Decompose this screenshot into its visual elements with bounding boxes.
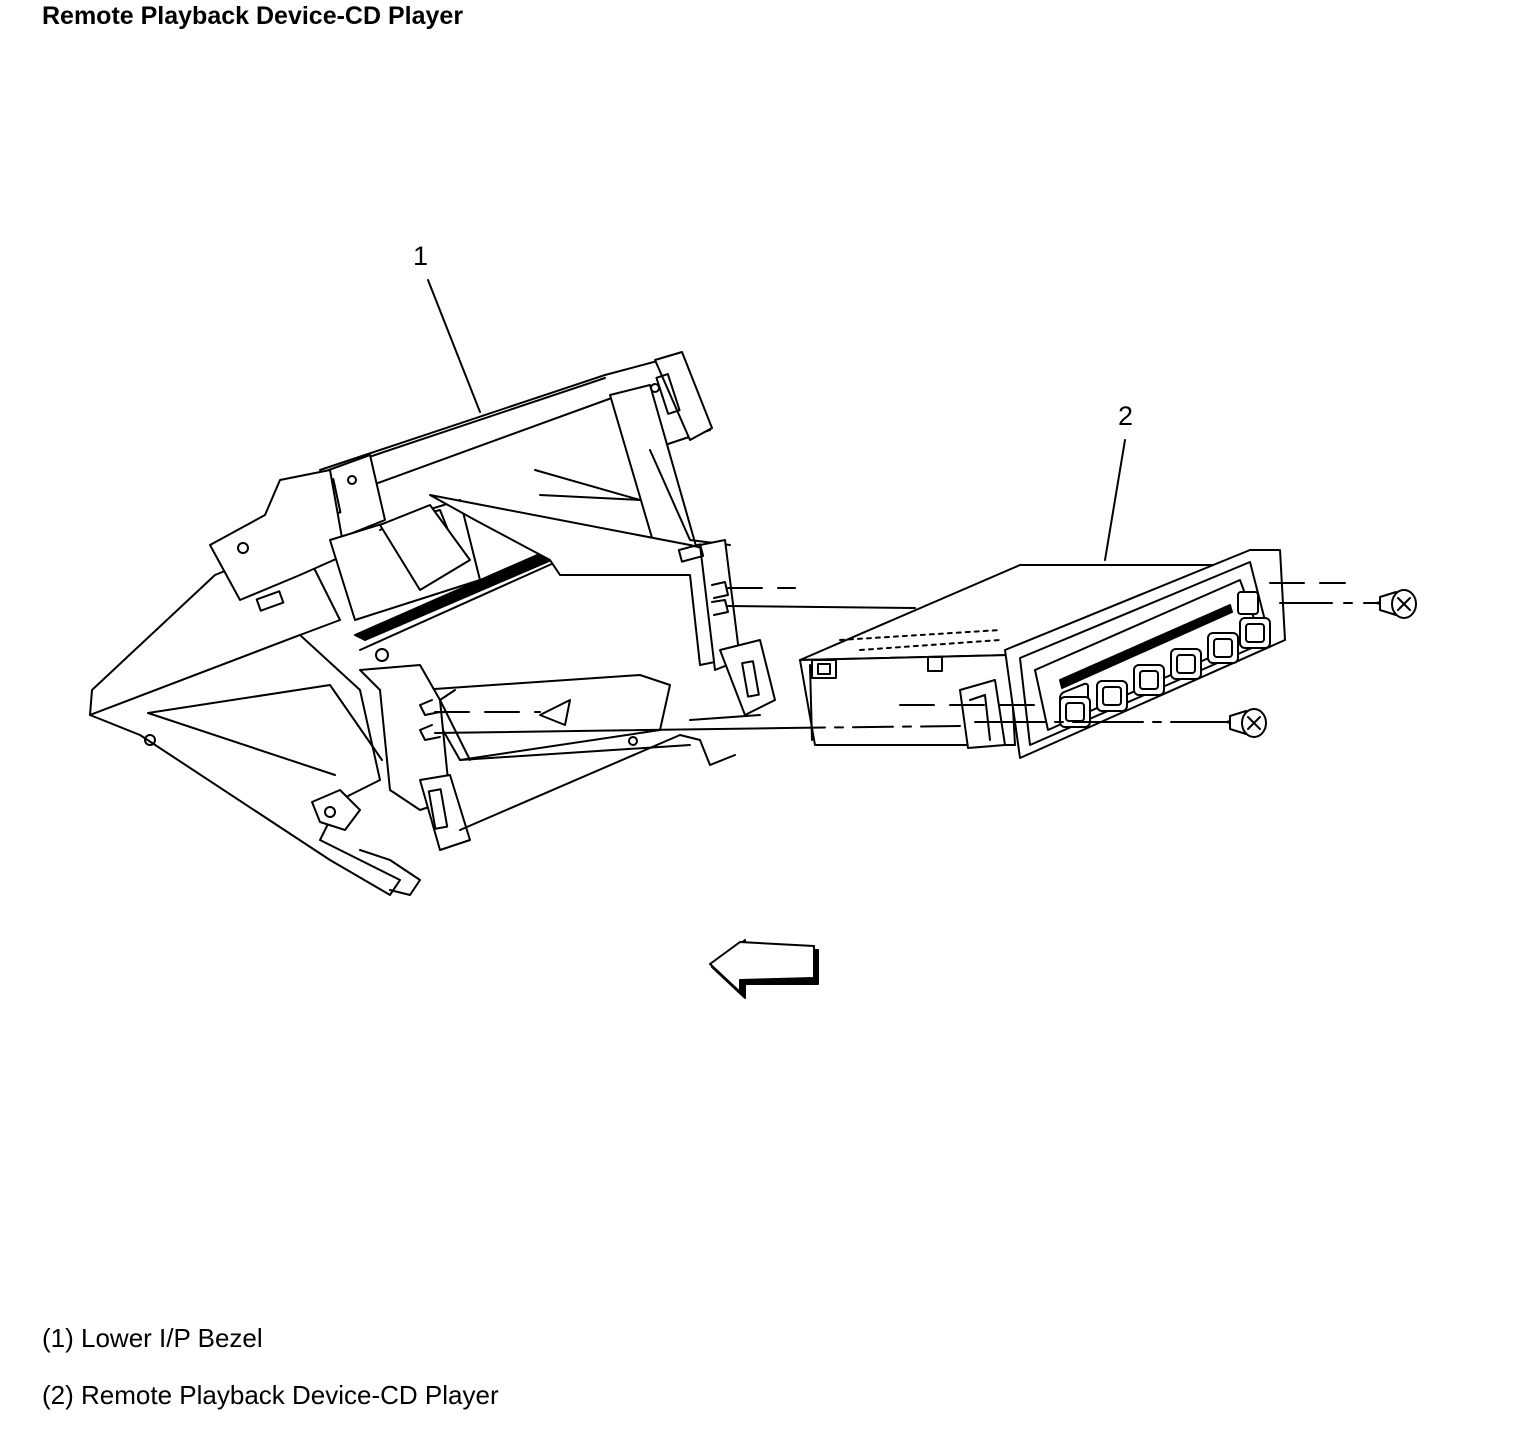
alignment-lines bbox=[435, 583, 1380, 733]
callout-2-label: 2 bbox=[1118, 401, 1133, 431]
legend-item-2: (2) Remote Playback Device-CD Player bbox=[42, 1379, 499, 1411]
cd-player bbox=[800, 550, 1285, 758]
screw-icon bbox=[1228, 709, 1266, 737]
legend-text: Remote Playback Device-CD Player bbox=[81, 1380, 499, 1410]
legend-number: (2) bbox=[42, 1380, 74, 1410]
page-title: Remote Playback Device-CD Player bbox=[42, 2, 464, 30]
lower-ip-bezel bbox=[90, 352, 775, 895]
callout-1-label: 1 bbox=[413, 241, 428, 271]
legend-item-1: (1) Lower I/P Bezel bbox=[42, 1322, 263, 1354]
left-arrow-icon bbox=[710, 940, 818, 998]
screw-icon bbox=[1378, 590, 1416, 618]
legend-text: Lower I/P Bezel bbox=[81, 1323, 263, 1353]
legend-number: (1) bbox=[42, 1323, 74, 1353]
callout-1-leader bbox=[428, 280, 480, 412]
callout-2-leader bbox=[1105, 440, 1125, 560]
